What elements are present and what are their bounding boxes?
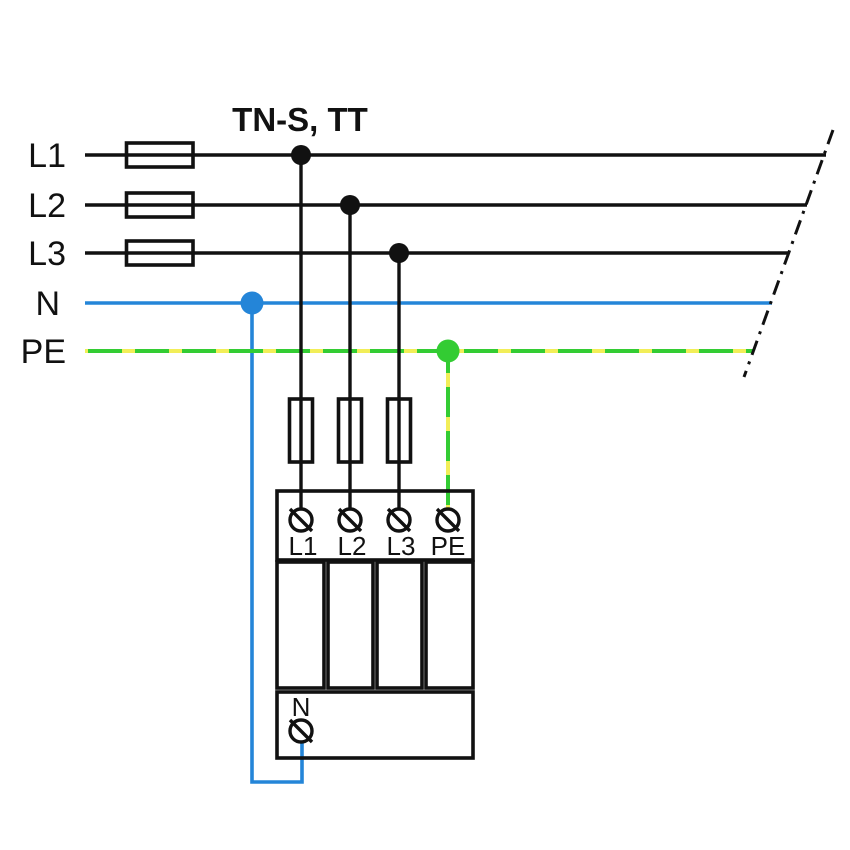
bus-label-l1: L1 — [28, 137, 66, 175]
bus-label-n: N — [35, 285, 60, 323]
terminal-label-pe: PE — [431, 531, 466, 561]
screw-terminal-icon-l2 — [337, 507, 363, 533]
neutral-wire-to-device — [250, 303, 304, 784]
junction-dot-l2 — [340, 195, 360, 215]
fuse-spd-l3 — [385, 397, 413, 464]
screw-terminal-icon-l3 — [386, 507, 412, 533]
spd-module-4 — [424, 560, 475, 690]
break-line-icon — [742, 129, 835, 378]
spd-terminal-block — [275, 489, 475, 562]
terminal-label-l3: L3 — [387, 531, 416, 561]
fuse-spd-l1 — [287, 397, 315, 464]
bus-label-l2: L2 — [28, 187, 66, 225]
diagram-title: TN-S, TT — [232, 101, 368, 138]
junction-dot-l1 — [291, 145, 311, 165]
bus-label-pe: PE — [21, 333, 66, 371]
terminal-label-l1: L1 — [289, 531, 318, 561]
fuse-spd-l2 — [336, 397, 364, 464]
junction-dot-n — [240, 291, 264, 315]
fuse-main-l2 — [124, 191, 195, 219]
spd-module-1 — [275, 560, 326, 690]
fuse-main-l3 — [124, 239, 195, 267]
junction-dot-l3 — [389, 243, 409, 263]
spd-module-2 — [326, 560, 375, 690]
screw-terminal-icon-l1 — [288, 507, 314, 533]
spd-neutral-section — [275, 690, 475, 760]
screw-terminal-icon-pe — [435, 507, 461, 533]
spd-module-3 — [375, 560, 424, 690]
junction-dot-pe — [436, 339, 460, 363]
fuse-main-l1 — [124, 141, 195, 169]
bus-label-l3: L3 — [28, 235, 66, 273]
screw-terminal-icon-n — [288, 718, 314, 744]
terminal-label-l2: L2 — [338, 531, 367, 561]
terminal-label-n: N — [292, 692, 311, 722]
